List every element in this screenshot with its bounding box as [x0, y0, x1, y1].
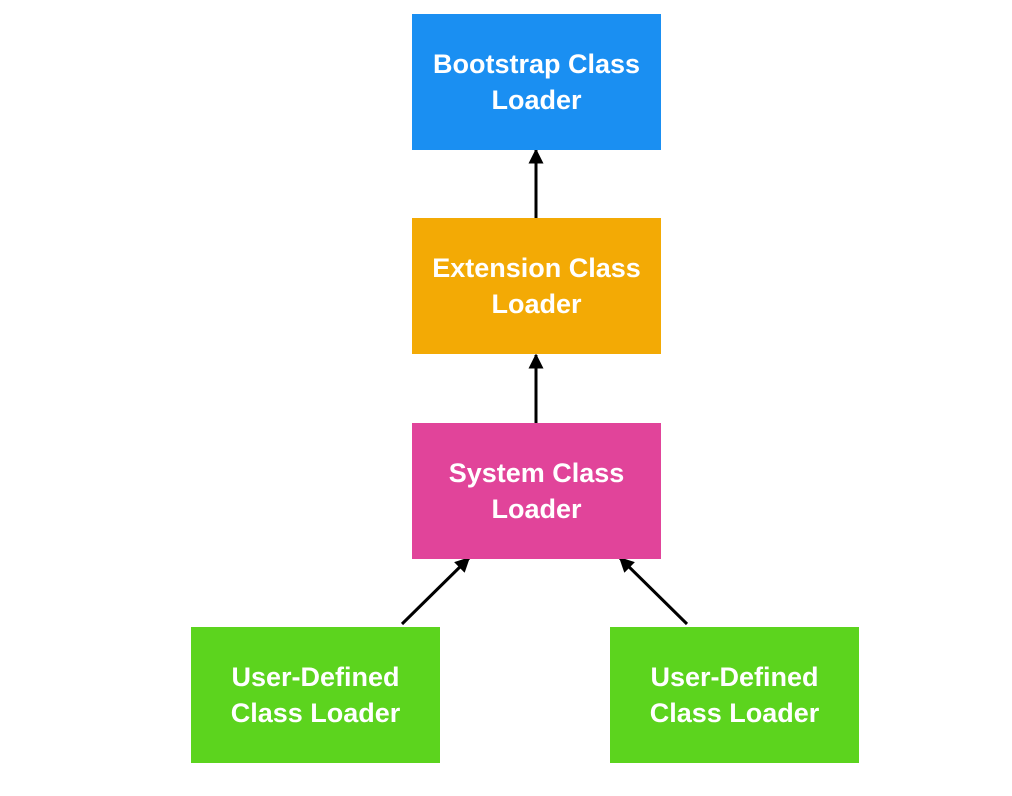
bootstrap-class-loader-label: Bootstrap Class Loader: [432, 49, 641, 115]
bootstrap-class-loader-box: Bootstrap Class Loader: [412, 14, 661, 150]
arrow-user1-to-system: [400, 556, 471, 626]
arrow-user2-to-system: [618, 556, 689, 626]
extension-class-loader-box: Extension Class Loader: [412, 218, 661, 354]
system-class-loader-label: System Class Loader: [448, 458, 625, 524]
user-defined-class-loader-box-left: User-Defined Class Loader: [191, 627, 440, 763]
system-class-loader-box: System Class Loader: [412, 423, 661, 559]
user-defined-class-loader-box-right: User-Defined Class Loader: [610, 627, 859, 763]
user-defined-class-loader-label-right: User-Defined Class Loader: [649, 662, 820, 728]
extension-class-loader-label: Extension Class Loader: [432, 253, 641, 319]
user-defined-class-loader-label-left: User-Defined Class Loader: [230, 662, 401, 728]
